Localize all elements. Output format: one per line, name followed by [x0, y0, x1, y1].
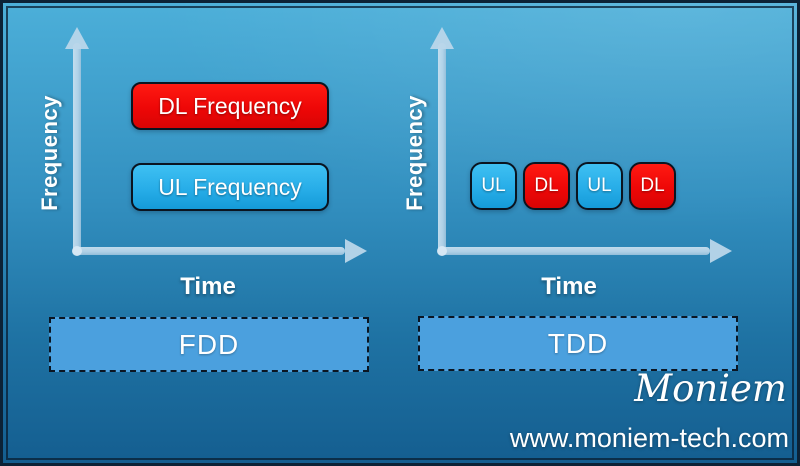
tdd-x-axis — [438, 247, 710, 255]
fdd-y-axis-arrow-icon — [65, 27, 89, 49]
tdd-slot-label: UL — [481, 175, 506, 196]
fdd-x-axis-arrow-icon — [345, 239, 367, 263]
tdd-duplex-box: TDD — [418, 316, 738, 371]
ul-frequency-band: UL Frequency — [131, 163, 329, 211]
dl-frequency-band-label: DL Frequency — [158, 92, 302, 119]
tdd-slot-dl-2: DL — [629, 162, 676, 210]
fdd-axis-origin-dot — [72, 246, 82, 256]
fdd-x-axis — [73, 247, 345, 255]
fdd-y-axis-label: Frequency — [37, 95, 62, 211]
tdd-slot-label: UL — [587, 175, 612, 196]
tdd-duplex-label: TDD — [547, 327, 609, 359]
fdd-y-axis — [73, 43, 81, 255]
tdd-y-axis — [438, 43, 446, 255]
fdd-duplex-label: FDD — [178, 328, 240, 360]
tdd-x-axis-arrow-icon — [710, 239, 732, 263]
ul-frequency-band-label: UL Frequency — [158, 173, 302, 200]
tdd-slot-label: DL — [534, 175, 559, 196]
dl-frequency-band: DL Frequency — [131, 82, 329, 130]
tdd-slot-label: DL — [640, 175, 665, 196]
fdd-x-axis-label: Time — [180, 273, 236, 300]
tdd-x-axis-label: Time — [541, 273, 597, 300]
fdd-duplex-box: FDD — [49, 317, 369, 372]
tdd-axis-origin-dot — [437, 246, 447, 256]
tdd-y-axis-arrow-icon — [430, 27, 454, 49]
tdd-slot-dl-1: DL — [523, 162, 570, 210]
brand-signature: Moniem — [634, 367, 787, 410]
website-url: www.moniem-tech.com — [509, 423, 789, 453]
tdd-slot-ul-1: UL — [470, 162, 517, 210]
tdd-slot-ul-2: UL — [576, 162, 623, 210]
tdd-y-axis-label: Frequency — [402, 95, 427, 211]
